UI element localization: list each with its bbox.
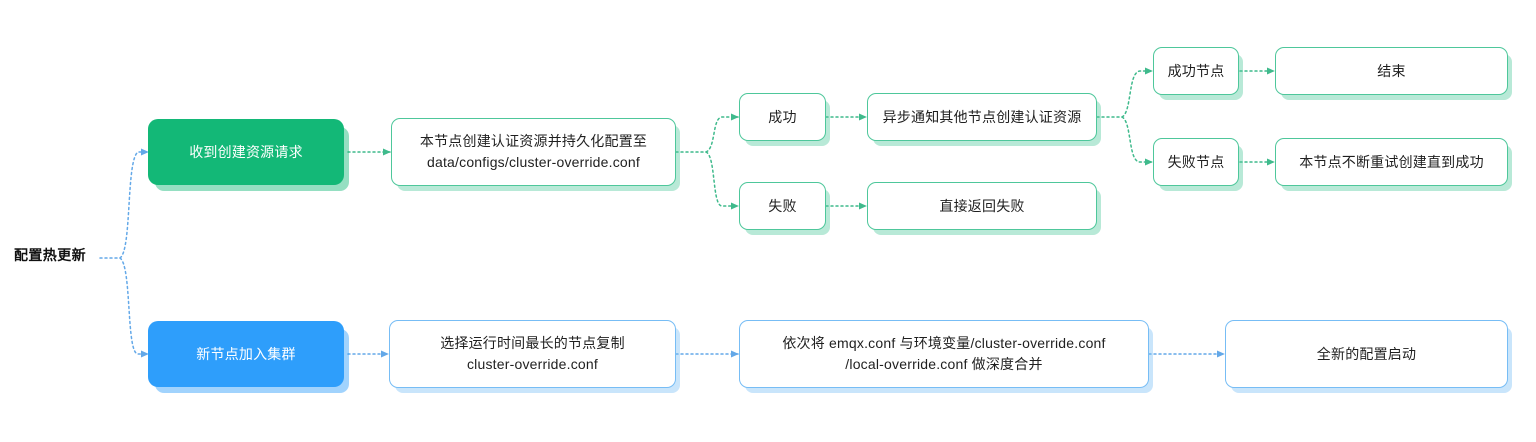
edge-notify-to-success-node xyxy=(1121,67,1153,118)
node-start-with-new-config[interactable]: 全新的配置启动 xyxy=(1225,320,1508,388)
node-new-node-join-cluster[interactable]: 新节点加入集群 xyxy=(148,321,344,387)
edge-notify-to-failure-node xyxy=(1121,116,1153,166)
node-async-notify-other-nodes[interactable]: 异步通知其他节点创建认证资源 xyxy=(867,93,1097,141)
node-success-node[interactable]: 成功节点 xyxy=(1153,47,1239,95)
node-label: 选择运行时间最长的节点复制 cluster-override.conf xyxy=(440,335,625,372)
edge-step-to-success xyxy=(705,113,739,153)
node-copy-cluster-override[interactable]: 选择运行时间最长的节点复制 cluster-override.conf xyxy=(389,320,676,388)
node-create-auth-resource[interactable]: 本节点创建认证资源并持久化配置至 data/configs/cluster-ov… xyxy=(391,118,676,186)
node-outcome-failure[interactable]: 失败 xyxy=(739,182,826,230)
node-label: 结束 xyxy=(1377,62,1406,79)
node-label: 失败节点 xyxy=(1167,153,1225,170)
node-end[interactable]: 结束 xyxy=(1275,47,1508,95)
edge-step-to-failure xyxy=(705,151,739,210)
node-label: 收到创建资源请求 xyxy=(189,143,303,160)
node-receive-create-request[interactable]: 收到创建资源请求 xyxy=(148,119,344,185)
node-retry-until-success[interactable]: 本节点不断重试创建直到成功 xyxy=(1275,138,1508,186)
node-label: 失败 xyxy=(768,197,797,214)
node-label: 本节点创建认证资源并持久化配置至 data/configs/cluster-ov… xyxy=(419,133,648,170)
node-return-failure[interactable]: 直接返回失败 xyxy=(867,182,1097,230)
node-deep-merge-configs[interactable]: 依次将 emqx.conf 与环境变量/cluster-override.con… xyxy=(739,320,1149,388)
node-label: 成功 xyxy=(768,108,797,125)
edge-root-to-green xyxy=(119,148,149,259)
node-label: 全新的配置启动 xyxy=(1316,345,1417,362)
node-label: 异步通知其他节点创建认证资源 xyxy=(882,108,1082,125)
root-label: 配置热更新 xyxy=(14,247,86,263)
node-outcome-success[interactable]: 成功 xyxy=(739,93,826,141)
node-label: 本节点不断重试创建直到成功 xyxy=(1299,153,1484,170)
node-label: 直接返回失败 xyxy=(939,197,1025,214)
node-label: 依次将 emqx.conf 与环境变量/cluster-override.con… xyxy=(782,335,1106,372)
node-label: 新节点加入集群 xyxy=(196,345,296,362)
node-label: 成功节点 xyxy=(1167,62,1225,79)
edge-root-to-blue xyxy=(119,257,149,358)
node-failure-node[interactable]: 失败节点 xyxy=(1153,138,1239,186)
